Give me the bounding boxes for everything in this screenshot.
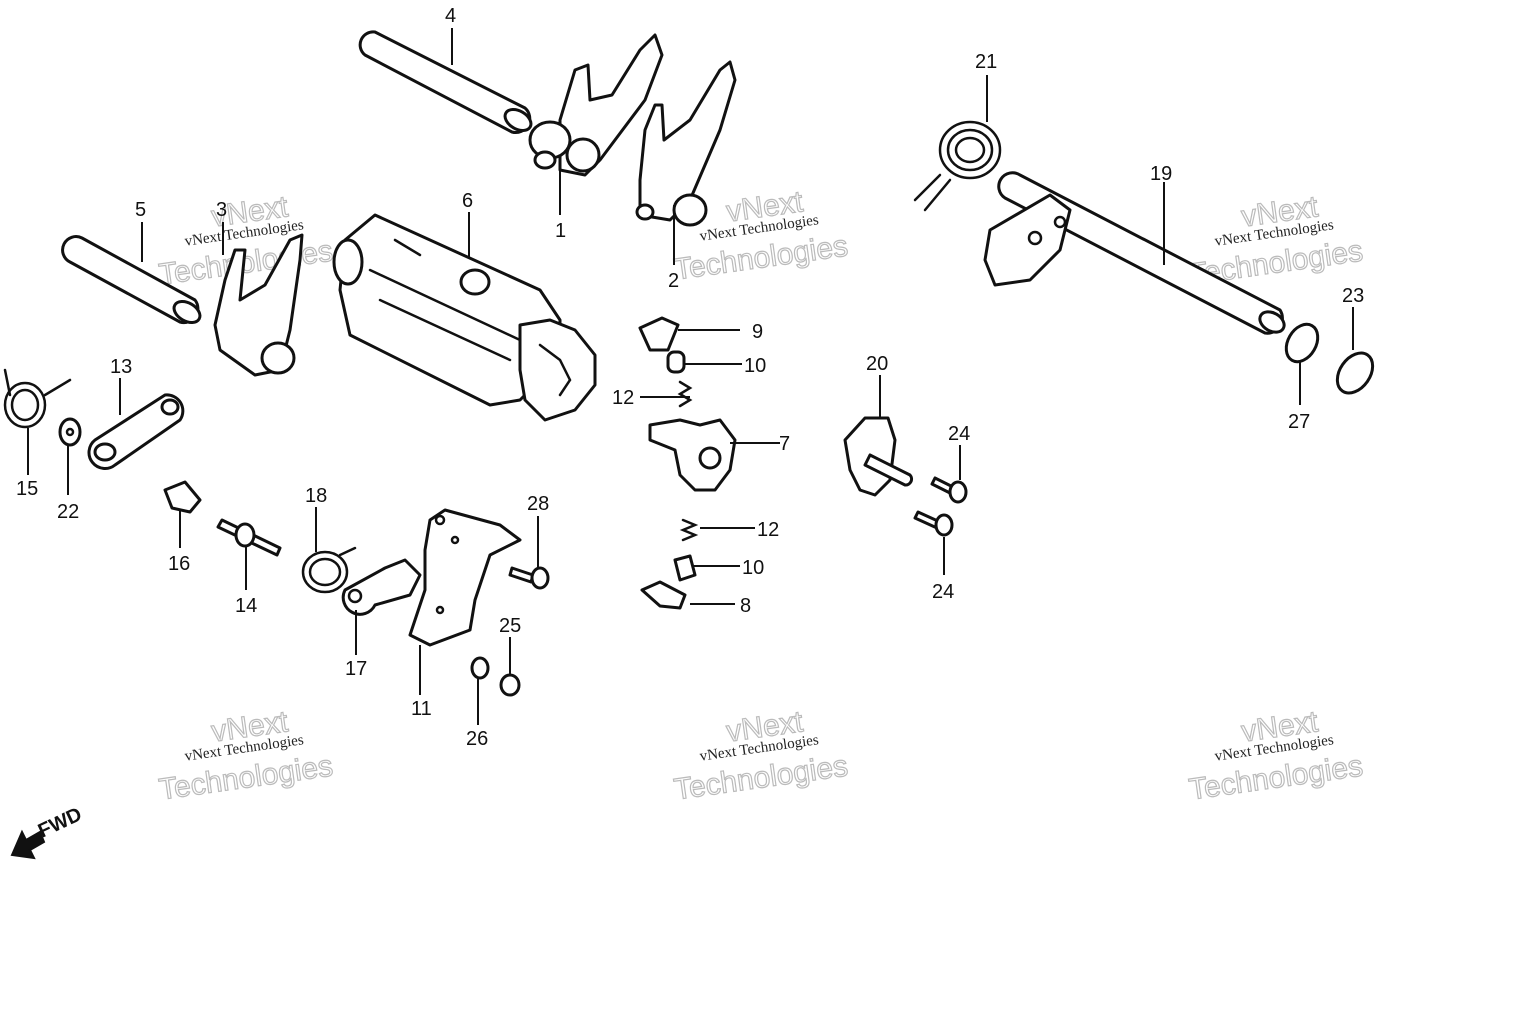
part-26-washer[interactable] (470, 656, 490, 680)
callout-4: 4 (445, 5, 456, 27)
watermark-word: Technologies (672, 749, 850, 806)
callout-14: 14 (235, 595, 257, 617)
callout-15: 15 (16, 478, 38, 500)
part-1-shift-fork[interactable] (528, 33, 664, 177)
fwd-arrow-icon (10, 829, 46, 860)
part-6-shift-drum[interactable] (332, 213, 597, 422)
watermark-6: vNext vNext Technologies Technologies (1186, 705, 1365, 808)
callout-26: 26 (466, 728, 488, 750)
part-8-stopper[interactable] (640, 580, 687, 610)
callout-21: 21 (975, 51, 997, 73)
callout-2: 2 (668, 270, 679, 292)
callout-16: 16 (168, 553, 190, 575)
watermark-word: Technologies (157, 234, 335, 291)
part-3-shift-fork[interactable] (213, 233, 304, 377)
callout-labels: 4 1 2 5 3 6 9 10 12 7 12 10 8 21 19 23 2… (16, 5, 1364, 750)
part-12-spring-upper[interactable] (677, 380, 693, 408)
watermark-word: Technologies (157, 749, 335, 806)
part-13-stopper-arm[interactable] (87, 393, 185, 470)
callout-27: 27 (1288, 411, 1310, 433)
callout-20: 20 (866, 353, 888, 375)
callout-19: 19 (1150, 163, 1172, 185)
callout-12-upper: 12 (612, 387, 634, 409)
watermark-4: vNext vNext Technologies Technologies (156, 705, 335, 808)
callout-1: 1 (555, 220, 566, 242)
callout-24-upper: 24 (948, 423, 970, 445)
part-17-arm[interactable] (341, 558, 422, 616)
part-12-spring-lower[interactable] (679, 518, 699, 542)
part-10-pin-lower[interactable] (673, 554, 697, 582)
part-16-collar[interactable] (163, 480, 202, 514)
callout-13: 13 (110, 356, 132, 378)
part-11-plate[interactable] (408, 508, 522, 647)
callout-22: 22 (57, 501, 79, 523)
part-18-spring[interactable] (301, 546, 357, 594)
callout-10-lower: 10 (742, 557, 764, 579)
callout-18: 18 (305, 485, 327, 507)
part-15-spring[interactable] (3, 368, 72, 429)
part-21-return-spring[interactable] (913, 120, 1002, 212)
callout-17: 17 (345, 658, 367, 680)
callout-3: 3 (216, 199, 227, 221)
part-23-washer[interactable] (1330, 346, 1380, 399)
watermark-5: vNext vNext Technologies Technologies (671, 705, 850, 808)
part-28-bolt[interactable] (508, 566, 550, 590)
part-10-pin-upper[interactable] (666, 350, 686, 374)
part-5-shaft[interactable] (61, 235, 204, 327)
callout-28: 28 (527, 493, 549, 515)
part-20-guide-plate[interactable] (843, 416, 913, 497)
callout-8: 8 (740, 595, 751, 617)
part-7-drum-cam[interactable] (648, 418, 737, 492)
part-19-gearshift-spindle[interactable] (983, 171, 1288, 337)
part-22-washer[interactable] (58, 417, 82, 447)
watermark-word: Technologies (672, 229, 850, 286)
fwd-label: FWD (35, 803, 86, 842)
part-24-bolt-upper[interactable] (930, 476, 968, 504)
callout-25: 25 (499, 615, 521, 637)
callout-6: 6 (462, 190, 473, 212)
part-4-shaft[interactable] (358, 30, 534, 135)
part-2-shift-fork[interactable] (635, 60, 737, 227)
callout-12-lower: 12 (757, 519, 779, 541)
part-9-plate[interactable] (638, 316, 680, 352)
callout-11: 11 (411, 698, 432, 720)
callout-9: 9 (752, 321, 763, 343)
watermark-word: Technologies (1187, 749, 1365, 806)
part-24-bolt-lower[interactable] (913, 510, 954, 537)
callout-10-upper: 10 (744, 355, 766, 377)
part-14-pin[interactable] (216, 518, 282, 557)
callout-5: 5 (135, 199, 146, 221)
part-27-circlip[interactable] (1280, 319, 1324, 368)
fwd-indicator: FWD (10, 803, 86, 860)
callout-23: 23 (1342, 285, 1364, 307)
callout-24-lower: 24 (932, 581, 954, 603)
leader-lines (27, 28, 1354, 725)
part-25-nut[interactable] (499, 673, 521, 697)
callout-7: 7 (779, 433, 790, 455)
